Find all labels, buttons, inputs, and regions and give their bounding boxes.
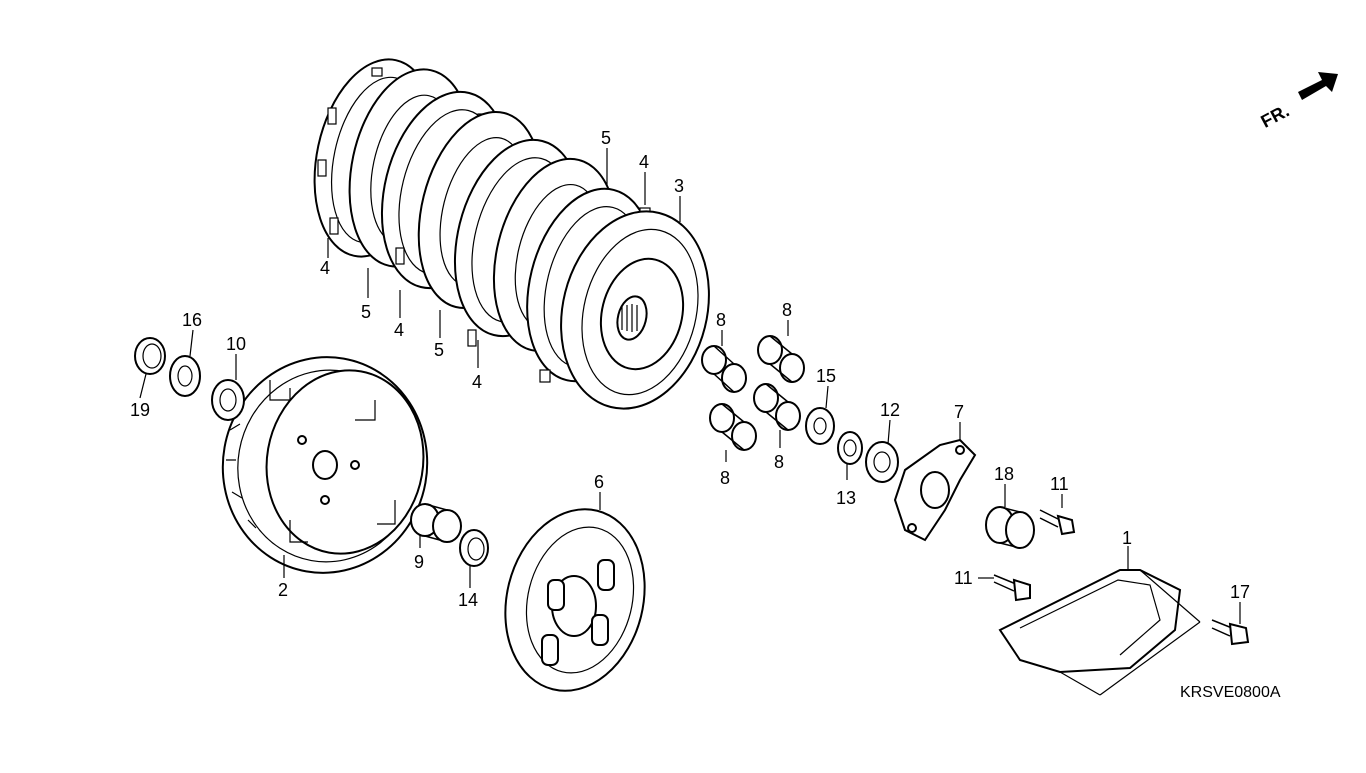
callout-9: 9 [414,552,424,572]
callout-5: 5 [361,302,371,322]
spring-washer [805,407,835,445]
ball-bearing [985,506,1035,549]
callout-4: 4 [472,372,482,392]
callout-19: 19 [130,400,150,420]
leader-lines [139,148,1241,624]
callout-3: 3 [674,176,684,196]
clutch-spring [757,335,805,383]
washer [837,431,863,465]
clutch-outer [221,356,429,574]
front-marker: FR. [1258,100,1293,131]
callout-5: 5 [434,340,444,360]
callout-11: 11 [954,568,973,588]
callout-labels: 1 2 3 4 4 4 4 5 5 5 6 7 8 8 8 8 9 10 11 … [130,128,1250,610]
bolt [1211,619,1250,646]
lock-washer [211,379,245,421]
callout-6: 6 [594,472,604,492]
callout-4: 4 [320,258,330,278]
clutch-spring [753,383,801,431]
callout-16: 16 [182,310,202,330]
bolt [993,574,1031,602]
callout-4: 4 [639,152,649,172]
clutch-springs [701,335,805,451]
clutch-spring [709,403,757,451]
lock-nut [865,441,899,483]
callout-15: 15 [816,366,836,386]
callout-4: 4 [394,320,404,340]
callout-12: 12 [880,400,900,420]
thrust-washer [459,529,489,567]
lifter-plate [893,438,977,542]
oil-seal [134,337,166,375]
callout-11: 11 [1050,474,1069,494]
thrust-washer [169,355,201,397]
clutch-disc-stack [313,58,710,410]
callout-14: 14 [458,590,478,610]
callout-17: 17 [1230,582,1250,602]
collar [410,503,462,543]
callout-10: 10 [226,334,246,354]
callout-8: 8 [774,452,784,472]
callout-8: 8 [782,300,792,320]
callout-2: 2 [278,580,288,600]
clutch-spring [701,345,747,393]
front-direction-arrow-icon [1298,72,1338,100]
bolt [1039,509,1076,536]
pressure-plate [560,210,710,410]
callout-5: 5 [601,128,611,148]
callout-8: 8 [716,310,726,330]
callout-13: 13 [836,488,856,508]
callout-18: 18 [994,464,1014,484]
callout-7: 7 [954,402,964,422]
clutch-cover [998,569,1201,696]
callout-1: 1 [1122,528,1132,548]
callout-8: 8 [720,468,730,488]
drawing-code: KRSVE0800A [1180,684,1281,701]
clutch-center [504,508,646,692]
